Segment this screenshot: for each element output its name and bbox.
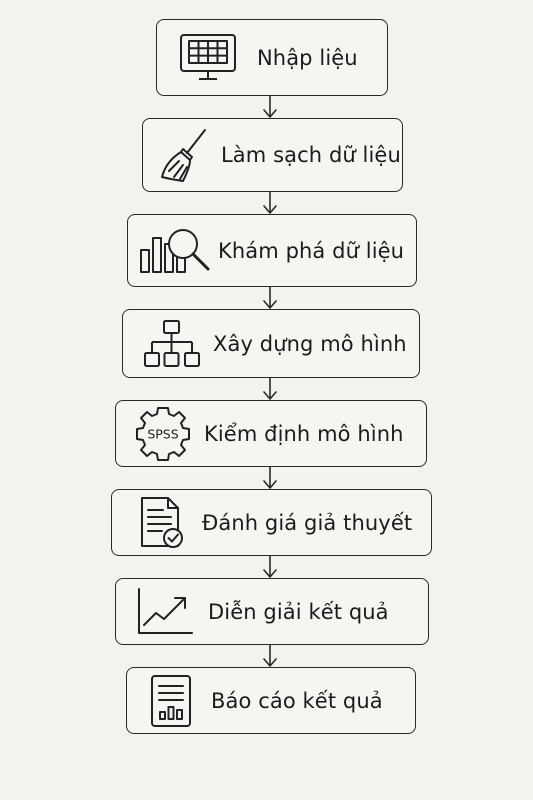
step-model-building: Xây dựng mô hình: [122, 309, 420, 378]
monitor-spreadsheet-icon: [179, 33, 237, 83]
spss-gear-icon: SPSS: [134, 405, 192, 463]
step-data-cleaning: Làm sạch dữ liệu: [142, 118, 403, 192]
arrow-3-4: [263, 286, 277, 309]
document-checkmark-icon: [138, 496, 188, 550]
step-label: Báo cáo kết quả: [211, 688, 383, 713]
step-data-exploration: Khám phá dữ liệu: [127, 214, 417, 287]
spss-text: SPSS: [147, 426, 178, 441]
step-result-interpretation: Diễn giải kết quả: [115, 578, 429, 645]
hierarchy-tree-icon: [143, 319, 201, 369]
step-label: Xây dựng mô hình: [213, 331, 407, 356]
report-document-icon: [149, 674, 193, 728]
trend-line-chart-icon: [136, 587, 194, 637]
step-label: Diễn giải kết quả: [208, 599, 389, 624]
step-data-entry: Nhập liệu: [156, 19, 388, 96]
step-label: Kiểm định mô hình: [204, 421, 404, 446]
arrow-5-6: [263, 466, 277, 489]
broom-icon: [159, 127, 209, 183]
arrow-6-7: [263, 555, 277, 578]
step-label: Khám phá dữ liệu: [218, 238, 405, 263]
step-label: Làm sạch dữ liệu: [221, 143, 401, 167]
arrow-2-3: [263, 191, 277, 214]
arrow-1-2: [263, 95, 277, 118]
step-label: Đánh giá giả thuyết: [202, 510, 413, 535]
bar-chart-magnifier-icon: [138, 226, 212, 276]
step-model-testing: SPSS Kiểm định mô hình: [115, 400, 427, 467]
arrow-4-5: [263, 377, 277, 400]
step-result-reporting: Báo cáo kết quả: [126, 667, 416, 734]
arrow-7-8: [263, 644, 277, 667]
step-hypothesis-evaluation: Đánh giá giả thuyết: [111, 489, 432, 556]
step-label: Nhập liệu: [257, 45, 358, 70]
